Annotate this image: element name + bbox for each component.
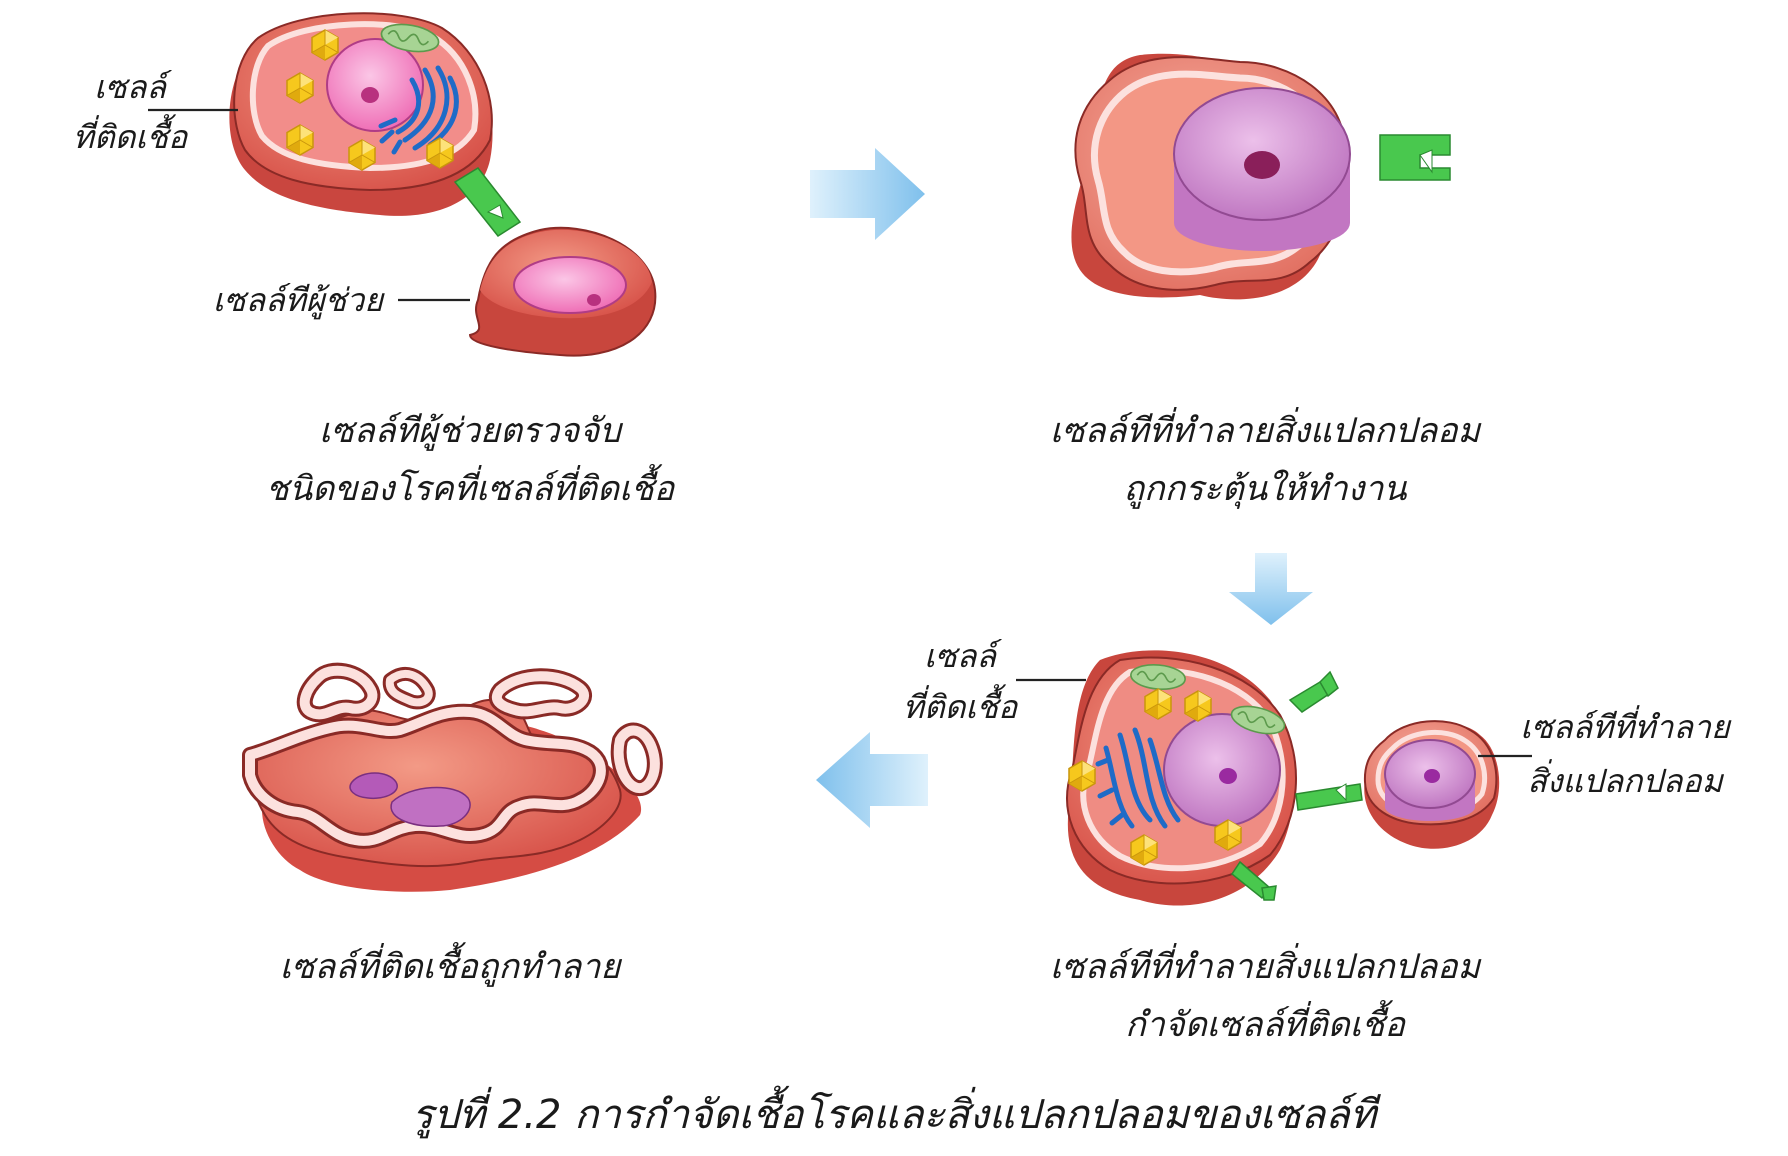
caption-detect-line1: เซลล์ทีผู้ช่วยตรวจจับ (319, 411, 623, 451)
figure-caption: รูปที่ 2.2 การกำจัดเชื้อโรคและสิ่งแปลกปล… (412, 1085, 1381, 1139)
panel-kill (1016, 650, 1532, 906)
label-infected-cell-1-line1: เซลล์ (94, 68, 172, 106)
killer-cell-3 (1363, 720, 1500, 849)
label-helper-cell: เซลล์ทีผู้ช่วย (213, 281, 385, 320)
arrow-left (816, 732, 928, 828)
label-infected-cell-1-line2: ที่ติดเชื้อ (73, 114, 189, 156)
killer-cell-activated (1071, 53, 1351, 300)
caption-kill-line2: กำจัดเซลล์ที่ติดเชื้อ (1125, 999, 1406, 1045)
infected-cell-1 (229, 12, 493, 216)
panel-detect (148, 12, 657, 357)
nucleus-fragment (349, 772, 398, 800)
caption-detect-line2: ชนิดของโรคที่เซลล์ที่ติดเชื้อ (266, 463, 676, 509)
golgi (378, 65, 459, 155)
panel-destroyed (242, 662, 663, 892)
golgi (1095, 727, 1181, 829)
receptor-2 (1379, 134, 1451, 181)
arrow-right (810, 148, 925, 240)
label-infected-cell-3-line1: เซลล์ (924, 637, 1002, 675)
receptor-links-3 (1230, 670, 1363, 901)
infected-cell-3 (1066, 650, 1297, 906)
nucleus-fragment (390, 786, 471, 828)
receptor-link-1 (453, 167, 522, 237)
nucleus (513, 256, 627, 314)
caption-kill-line1: เซลล์ทีที่ทำลายสิ่งแปลกปลอม (1050, 943, 1482, 987)
membrane-fragments (242, 662, 663, 849)
arrow-down (1229, 553, 1313, 625)
nucleus (326, 38, 424, 132)
caption-activate-line2: ถูกกระตุ้นให้ทำงาน (1123, 469, 1407, 509)
panel-activate (1071, 53, 1451, 300)
label-killer-cell-line1: เซลล์ทีที่ทำลาย (1520, 705, 1732, 746)
label-infected-cell-3-line2: ที่ติดเชื้อ (903, 684, 1019, 726)
caption-destroyed: เซลล์ที่ติดเชื้อถูกทำลาย (280, 941, 623, 987)
label-killer-cell-line2: สิ่งแปลกปลอม (1527, 759, 1724, 800)
helper-cell (468, 226, 657, 357)
caption-activate-line1: เซลล์ทีที่ทำลายสิ่งแปลกปลอม (1050, 407, 1482, 451)
